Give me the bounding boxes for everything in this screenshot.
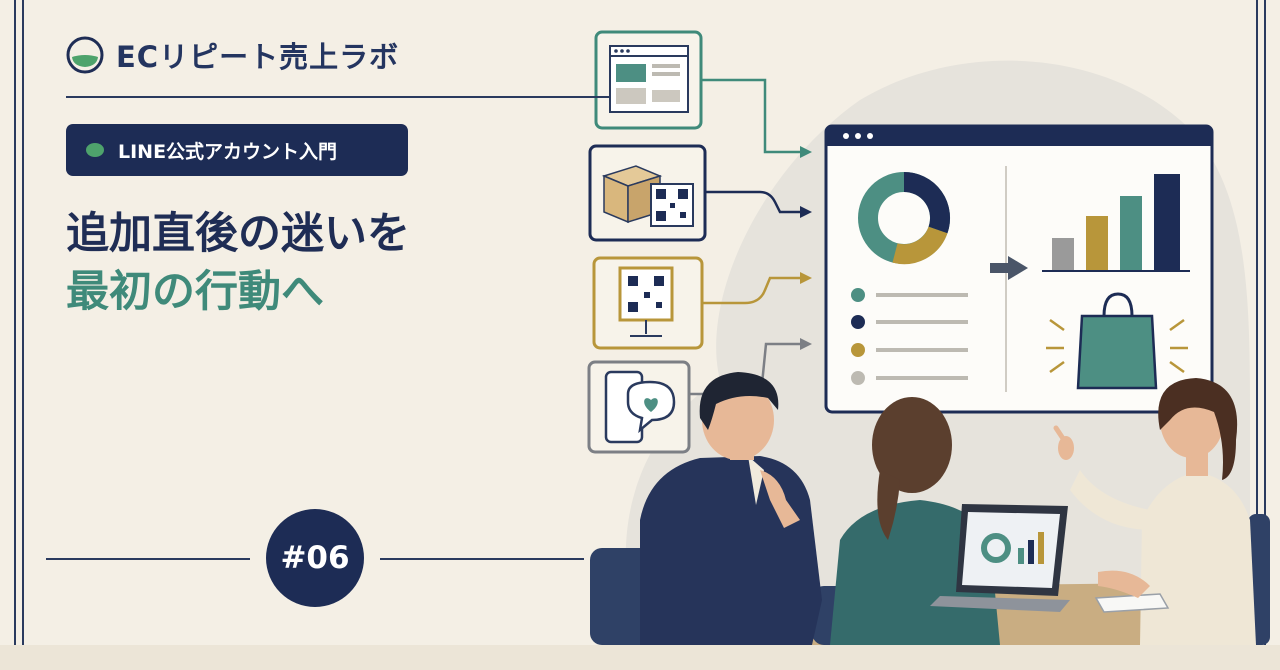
tag-dot-icon (86, 143, 104, 157)
headline-line-2: 最初の行動へ (66, 267, 324, 317)
illustration (587, 30, 1270, 645)
bar-chart-icon (1042, 174, 1190, 272)
category-tag: LINE公式アカウント入門 (66, 124, 408, 176)
arrow-right-icon (990, 256, 1028, 280)
episode-rule-right (380, 558, 584, 560)
presenter-woman-pointing (1053, 378, 1256, 645)
bottom-strip (0, 645, 1280, 670)
man-thinking (640, 372, 822, 645)
bowl-logo-icon (66, 36, 104, 74)
frame-line-left-outer (14, 0, 16, 645)
brand-name: ECリピート売上ラボ (116, 40, 400, 74)
headline-line-1: 追加直後の迷いを (66, 209, 410, 259)
frame-line-right-outer (1264, 0, 1266, 645)
frame-line-left-inner (22, 0, 24, 645)
headline: 追加直後の迷いを 最初の行動へ (66, 205, 410, 321)
brand-divider (66, 96, 611, 98)
laptop-icon (930, 504, 1070, 612)
donut-chart-icon (858, 171, 950, 265)
qr-stand-icon (592, 256, 704, 350)
shopping-bag-icon (1046, 292, 1188, 390)
legend-list (851, 288, 968, 385)
episode-rule-left (46, 558, 250, 560)
category-tag-label: LINE公式アカウント入門 (118, 140, 338, 163)
box-with-qr-icon (588, 144, 707, 242)
phone-chat-heart-icon (587, 360, 691, 454)
episode-badge: #06 (266, 509, 364, 607)
woman-with-laptop (830, 397, 1070, 645)
brand: ECリピート売上ラボ (66, 34, 399, 76)
frame-line-right-inner (1256, 0, 1258, 645)
browser-window-icon (594, 30, 703, 130)
